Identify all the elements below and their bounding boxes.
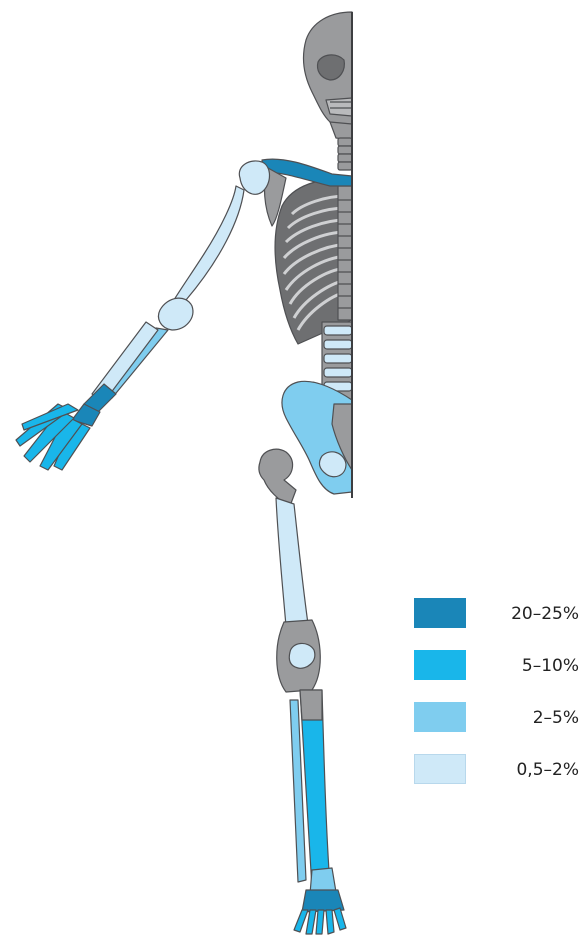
legend-swatch: [414, 754, 466, 784]
skull: [304, 12, 352, 140]
legend-item-0-5-2: 0,5–2%: [410, 752, 583, 786]
elbow: [159, 298, 193, 330]
femur-head: [259, 449, 296, 506]
legend-swatch: [414, 598, 466, 628]
legend-swatch: [414, 650, 466, 680]
tibia-proximal: [300, 690, 322, 720]
ribcage: [275, 179, 352, 344]
foot: [294, 890, 346, 934]
legend-label: 0,5–2%: [516, 760, 579, 780]
hand: [16, 404, 100, 470]
legend-label: 20–25%: [511, 604, 579, 624]
legend-item-5-10: 5–10%: [410, 648, 583, 682]
legend-swatch: [414, 702, 466, 732]
legend-label: 5–10%: [522, 656, 579, 676]
cervical-spine: [338, 138, 352, 170]
legend-item-2-5: 2–5%: [410, 700, 583, 734]
legend-item-20-25: 20–25%: [410, 596, 583, 630]
femur: [276, 498, 308, 626]
patella: [289, 643, 315, 668]
legend-label: 2–5%: [533, 708, 579, 728]
